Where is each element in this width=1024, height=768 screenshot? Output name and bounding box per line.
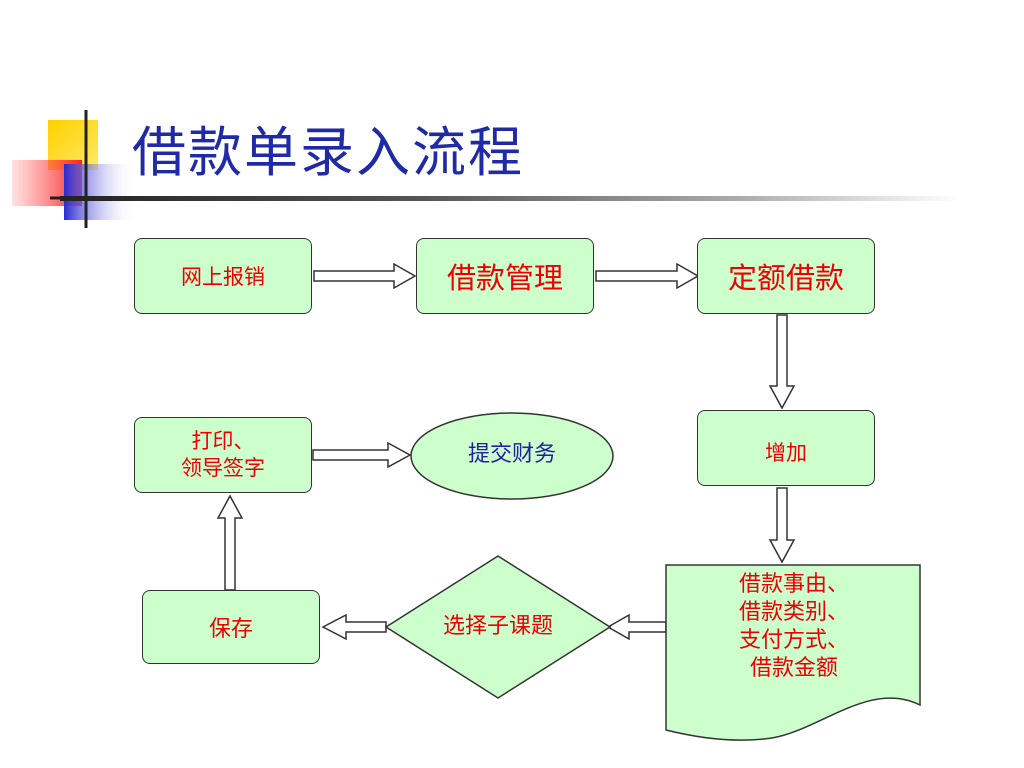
loan-fields-text: 借款事由、 借款类别、 支付方式、 借款金额: [672, 571, 916, 684]
arrow-loanmgmt-to-fixed: [595, 262, 700, 290]
title-divider: [60, 196, 960, 201]
node-add: 增加: [697, 410, 875, 486]
loan-field-amount: 借款金额: [749, 656, 838, 682]
node-print-sign-line-1: 打印、: [191, 428, 255, 453]
submit-finance-ellipse: [410, 412, 614, 500]
arrow-fields-to-select: [606, 613, 667, 641]
arrow-print-to-submit: [312, 441, 412, 469]
node-add-label: 增加: [765, 441, 807, 465]
node-loan-management: 借款管理: [416, 238, 594, 314]
loan-field-payment: 支付方式、: [738, 628, 849, 654]
arrow-select-to-save: [321, 613, 387, 641]
node-print-sign-line-2: 领导签字: [181, 456, 265, 480]
loan-fields-document-shape: [665, 564, 921, 741]
node-print-sign: 打印、 领导签字: [134, 417, 312, 493]
loan-field-reason: 借款事由、: [738, 572, 849, 597]
node-online-reimburse-label: 网上报销: [181, 265, 265, 289]
arrow-save-to-print: [216, 494, 244, 591]
submit-finance-label: 提交财务: [467, 442, 556, 467]
node-fixed-loan-label: 定额借款: [727, 261, 844, 295]
arrow-fixed-to-add: [768, 314, 796, 410]
node-loan-management-label: 借款管理: [446, 261, 563, 295]
node-save: 保存: [142, 590, 320, 664]
loan-field-category: 借款类别、: [738, 600, 849, 626]
select-subject-diamond: [384, 555, 612, 699]
select-subject-label: 选择子课题: [442, 614, 553, 639]
arrow-online-to-loanmgmt: [313, 262, 417, 290]
arrow-add-to-fields: [768, 487, 796, 564]
node-fixed-loan: 定额借款: [697, 238, 875, 314]
node-save-label: 保存: [208, 617, 253, 642]
page-title: 借款单录入流程: [132, 121, 524, 184]
node-online-reimburse: 网上报销: [134, 238, 312, 314]
